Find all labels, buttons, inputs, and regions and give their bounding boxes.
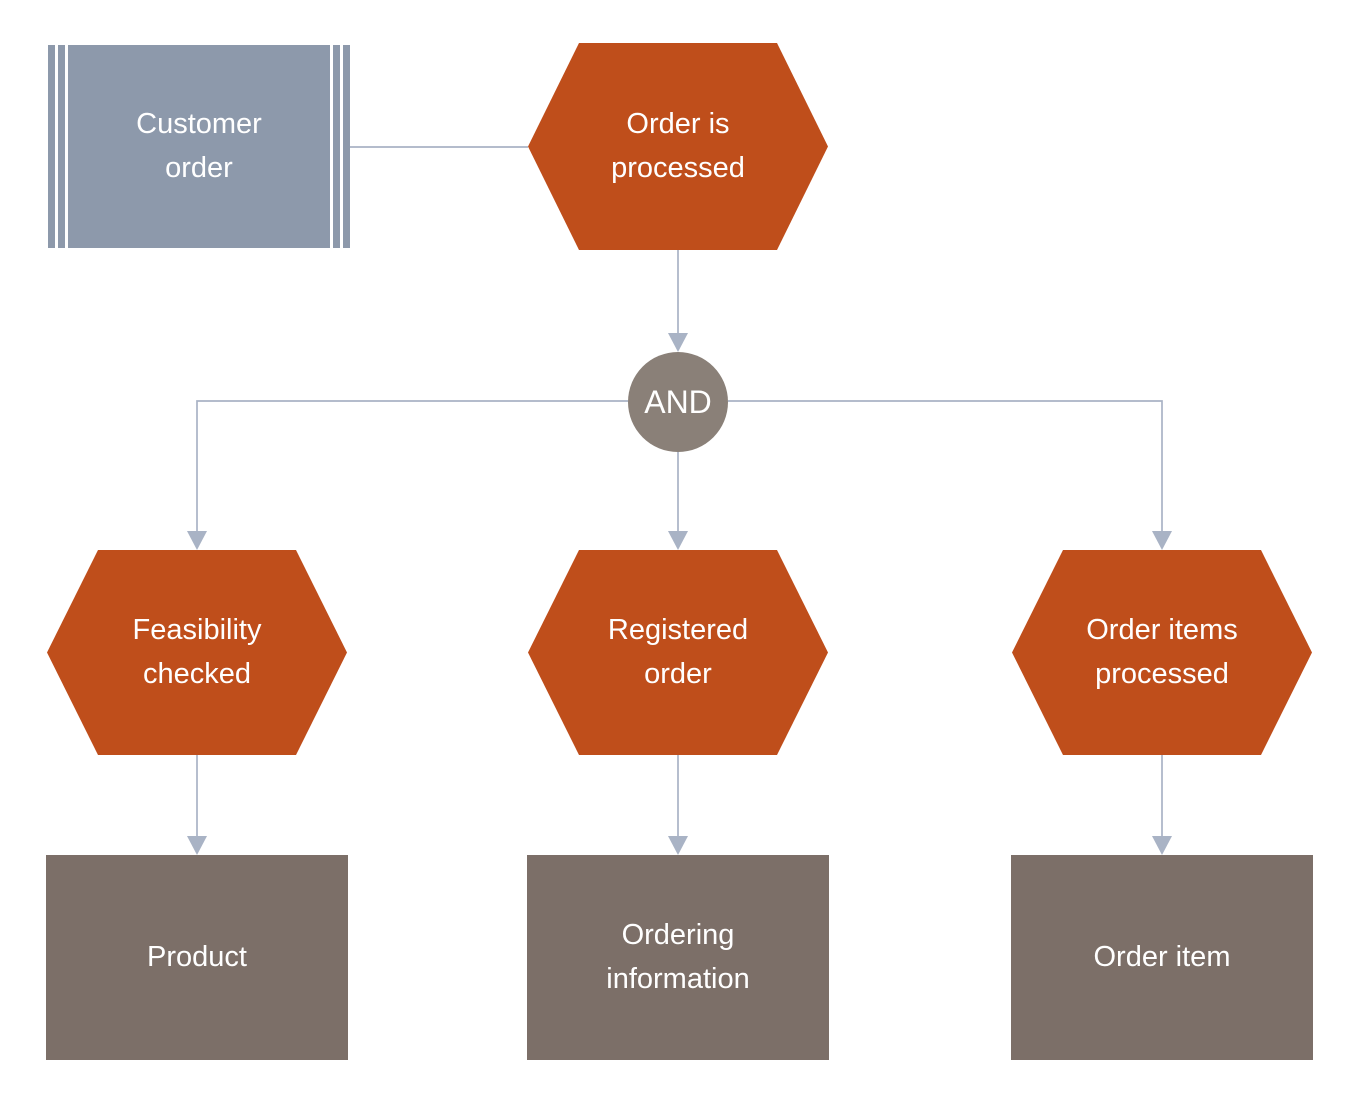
arrowhead-down-icon (1152, 531, 1172, 550)
node-customer-order[interactable]: Customer order (48, 45, 350, 248)
edge-and-to-feasibility-checked (196, 400, 628, 533)
node-ordering-information[interactable]: Ordering information (527, 855, 829, 1060)
arrowhead-down-icon (187, 531, 207, 550)
arrowhead-down-icon (1152, 836, 1172, 855)
node-label: Order is processed (611, 108, 745, 184)
arrowhead-down-icon (668, 333, 688, 352)
node-label: Product (147, 940, 247, 973)
node-order-items-processed[interactable]: Order items processed (1012, 550, 1312, 755)
node-label: AND (644, 384, 712, 420)
arrowhead-down-icon (668, 836, 688, 855)
node-registered-order[interactable]: Registered order (528, 550, 828, 755)
node-and-operator[interactable]: AND (628, 352, 728, 452)
node-label: Order item (1093, 940, 1231, 973)
node-label: Order items processed (1086, 614, 1238, 690)
arrowhead-down-icon (668, 531, 688, 550)
node-label: Ordering information (606, 919, 750, 995)
arrowhead-down-icon (187, 836, 207, 855)
node-order-item[interactable]: Order item (1011, 855, 1313, 1060)
edge-and-to-order-items-processed (728, 400, 1163, 533)
node-order-is-processed[interactable]: Order is processed (528, 43, 828, 250)
node-label: Registered order (607, 614, 749, 690)
node-label: Customer order (136, 108, 262, 184)
node-feasibility-checked[interactable]: Feasibility checked (47, 550, 347, 755)
node-product[interactable]: Product (46, 855, 348, 1060)
node-label: Feasibility checked (132, 614, 262, 690)
